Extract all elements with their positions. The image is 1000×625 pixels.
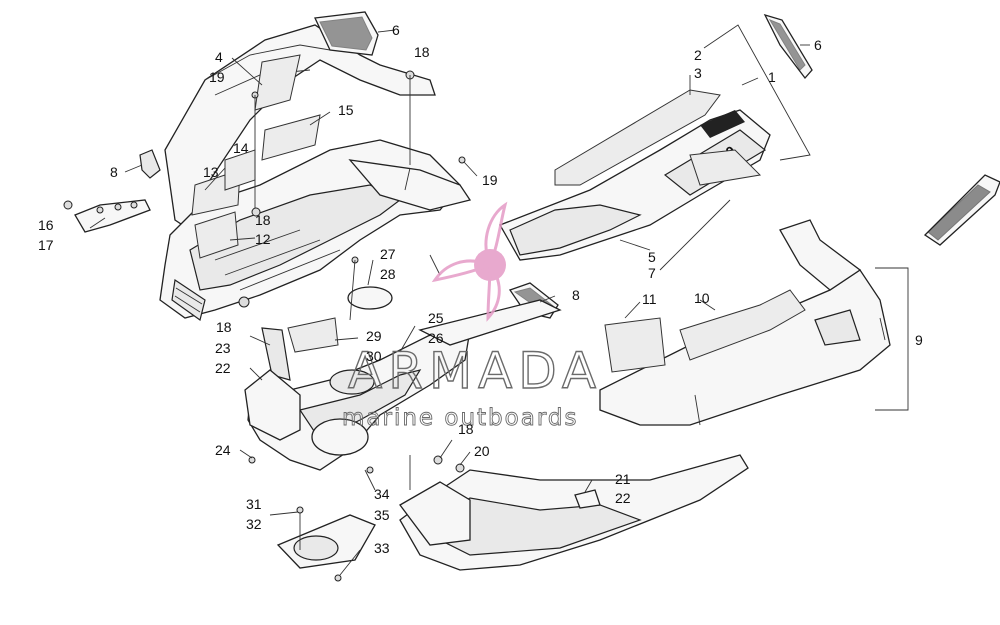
ring-28 — [347, 286, 393, 310]
watermark: ARMADA marine outboards — [342, 201, 602, 431]
callout-6-left: 6 — [392, 22, 400, 38]
callout-17: 17 — [38, 237, 54, 253]
callout-21: 21 — [615, 471, 631, 487]
callout-28: 28 — [380, 266, 396, 282]
callout-19-right: 19 — [482, 172, 498, 188]
watermark-subtitle: marine outboards — [342, 405, 578, 431]
decal-4 — [254, 54, 301, 111]
callout-22-right: 22 — [615, 490, 631, 506]
side-panel-lower-9 — [599, 219, 891, 426]
callout-18-middle: 18 — [255, 212, 271, 228]
callout-4: 4 — [215, 49, 223, 65]
decal-10 — [679, 289, 806, 361]
callout-35: 35 — [374, 507, 390, 523]
decal-5 — [689, 149, 762, 186]
decal-11 — [604, 317, 666, 373]
callouts: 1 2 3 4 5 6 6 7 8 8 9 10 11 12 13 14 15 … — [38, 22, 923, 556]
decal-12 — [194, 211, 239, 259]
callout-22-left: 22 — [215, 360, 231, 376]
watermark-title: ARMADA — [348, 342, 602, 400]
mesh-6-right — [763, 13, 813, 80]
lower-skid-panel — [399, 454, 749, 571]
callout-8-middle: 8 — [572, 287, 580, 303]
side-trim-8-left — [139, 149, 161, 179]
callout-15: 15 — [338, 102, 354, 118]
callout-1: 1 — [768, 69, 776, 85]
callout-18-top: 18 — [414, 44, 430, 60]
callout-32: 32 — [246, 516, 262, 532]
leader-lines — [89, 24, 909, 576]
callout-12: 12 — [255, 231, 271, 247]
bottom-plate-32 — [276, 514, 376, 569]
propeller-logo — [431, 201, 508, 322]
decal-14 — [224, 149, 256, 191]
mesh-grille-6-left — [314, 11, 379, 56]
callout-26: 26 — [428, 330, 444, 346]
callout-19-left: 19 — [209, 69, 225, 85]
callout-16: 16 — [38, 217, 54, 233]
bracket-16-17 — [63, 199, 151, 233]
callout-23: 23 — [215, 340, 231, 356]
pad-29 — [287, 317, 339, 353]
callout-24: 24 — [215, 442, 231, 458]
hood-upper-assembly — [159, 24, 472, 322]
callout-29: 29 — [366, 328, 382, 344]
callout-30: 30 — [366, 348, 382, 364]
guard-22 — [244, 369, 301, 441]
mesh-grille-7 — [923, 174, 1000, 246]
side-panel-upper: 2009 — [499, 89, 771, 261]
decal-15 — [261, 114, 321, 161]
callout-31: 31 — [246, 496, 262, 512]
callout-3: 3 — [694, 65, 702, 81]
callout-11: 11 — [642, 291, 657, 307]
callout-8-left: 8 — [110, 164, 118, 180]
callout-25: 25 — [428, 310, 444, 326]
lower-frame-body — [244, 299, 562, 471]
callout-6-right: 6 — [814, 37, 822, 53]
fasteners — [238, 70, 466, 582]
callout-33: 33 — [374, 540, 390, 556]
clip-21-22 — [574, 489, 601, 509]
callout-10: 10 — [694, 290, 710, 306]
callout-27: 27 — [380, 246, 396, 262]
callout-20: 20 — [474, 443, 490, 459]
callout-34: 34 — [374, 486, 390, 502]
callout-2: 2 — [694, 47, 702, 63]
callout-13: 13 — [203, 164, 219, 180]
callout-9: 9 — [915, 332, 923, 348]
callout-18-lower-left: 18 — [216, 319, 232, 335]
callout-14: 14 — [233, 140, 249, 156]
callout-18-lower-center: 18 — [458, 421, 474, 437]
shield-23 — [261, 327, 291, 381]
callout-7: 7 — [648, 265, 656, 281]
callout-5: 5 — [648, 249, 656, 265]
